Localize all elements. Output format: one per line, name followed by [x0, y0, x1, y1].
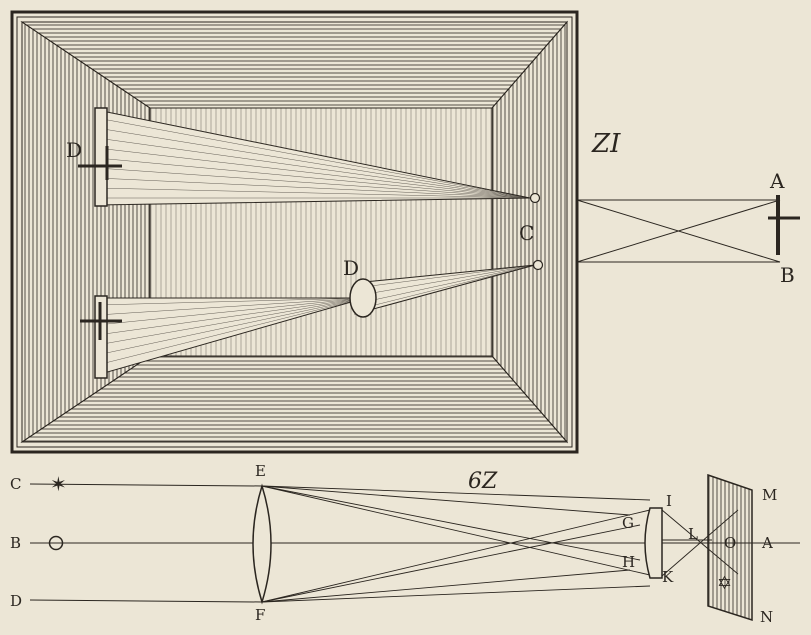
- lower-inverted-cross-icon: [80, 302, 122, 340]
- lens-EF: [252, 483, 272, 605]
- label-A-top: A: [769, 169, 785, 193]
- label-O: O: [724, 534, 736, 552]
- label-A-bottom: A: [761, 534, 773, 552]
- axis-line-D: [29, 599, 263, 603]
- axis-line-C: [29, 483, 263, 487]
- label-C: C: [519, 221, 534, 245]
- projection-screen-MN: [707, 473, 753, 622]
- label-H: H: [622, 553, 635, 571]
- object-cross-icon: [768, 195, 800, 255]
- upper-inverted-cross-icon: [78, 146, 122, 180]
- figure-number-top: ZI: [591, 129, 621, 159]
- label-M: M: [762, 486, 777, 504]
- screen-star-icon: ✡: [717, 573, 732, 594]
- lens-optics-figure: ✶ ✡ C B D E F: [10, 462, 800, 626]
- label-B-left: B: [10, 534, 21, 552]
- label-E: E: [255, 462, 266, 480]
- star-icon: ✶: [50, 472, 67, 496]
- label-K: K: [662, 568, 674, 586]
- box-outer-frame: [10, 10, 579, 454]
- label-F: F: [255, 606, 265, 624]
- label-L: L: [688, 525, 698, 543]
- camera-box-figure: D D C A B ZI: [10, 10, 800, 454]
- upper-screen-panel: [94, 107, 108, 207]
- label-B-top: B: [780, 263, 795, 287]
- figure-number-bottom: 6Z: [468, 469, 498, 494]
- label-D-middle: D: [343, 256, 359, 280]
- globe-icon: [48, 535, 64, 551]
- external-rays: [576, 199, 781, 263]
- label-I: I: [666, 492, 672, 510]
- label-D-upper: D: [66, 138, 82, 162]
- label-G: G: [622, 514, 634, 532]
- lens-rays: [261, 485, 651, 603]
- aperture-lower: [532, 259, 544, 271]
- label-N: N: [760, 608, 773, 626]
- label-C-left: C: [10, 475, 21, 493]
- label-D-left: D: [10, 592, 22, 610]
- convex-lens: [349, 278, 377, 318]
- concave-lens-IK: [644, 507, 663, 579]
- aperture-upper: [529, 192, 541, 204]
